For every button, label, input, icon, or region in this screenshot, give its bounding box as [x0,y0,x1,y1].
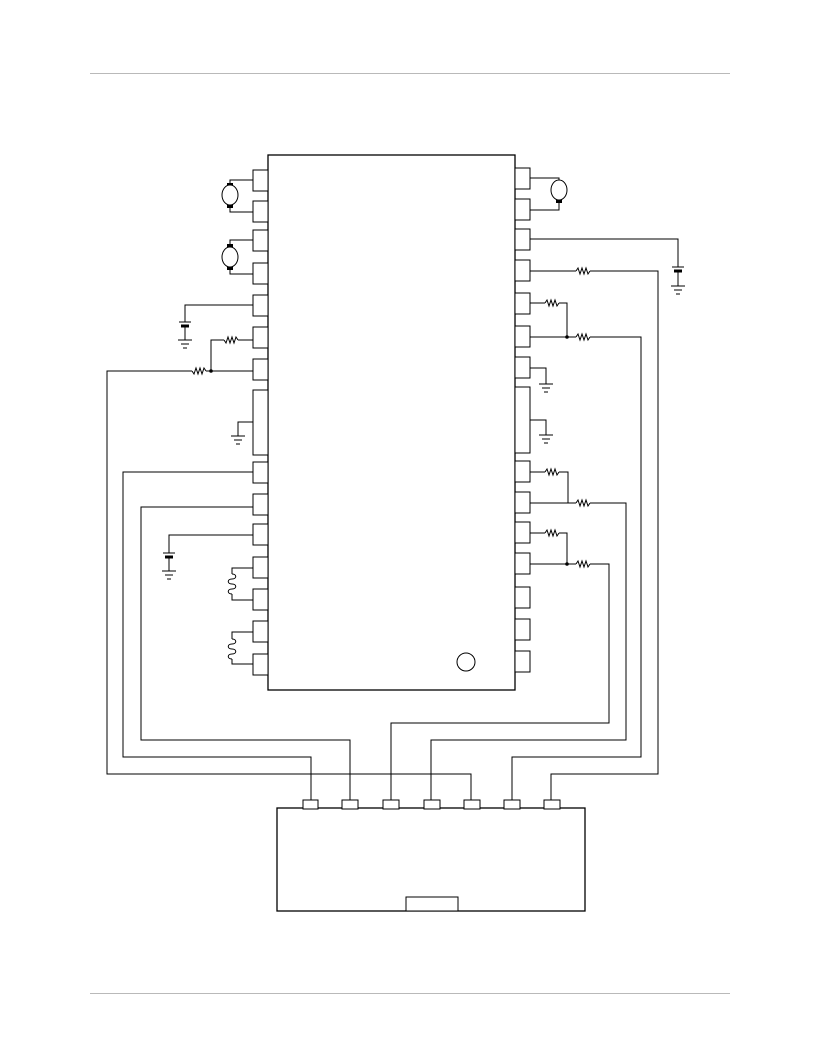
pin [514,552,531,575]
pin [252,556,269,579]
connector-pin [302,799,319,810]
pin1-marker [456,652,476,672]
ground-right-2-icon [530,419,553,444]
pin [252,262,269,285]
wire [140,506,351,800]
ground-left-icon [231,421,253,445]
controller-ic [267,154,516,691]
pin [252,229,269,252]
pin [514,586,531,609]
interface-connector [276,799,586,912]
pin [252,169,269,192]
wire [122,471,312,800]
pin [514,259,531,282]
left-resistor-network [106,335,472,800]
pin [514,460,531,483]
motor-right-1-icon [530,177,568,211]
pin [514,650,531,673]
pin [514,491,531,514]
motor-left-1-icon [221,179,253,213]
coil-2-icon [227,631,253,665]
pin [252,620,269,643]
pin-wide [252,389,269,456]
battery-right-icon [530,238,685,295]
connector-pin [382,799,400,810]
coil-1-icon [227,567,253,601]
pin [514,198,531,221]
connector-pin [543,799,561,810]
pin-wide [514,386,531,454]
pin [252,653,269,676]
connector-tab [405,896,459,912]
pin [514,521,531,544]
battery-left-lower-icon [162,534,253,580]
pin [252,358,269,381]
pin [252,461,269,484]
ground-right-1-icon [530,367,553,393]
pin [252,523,269,546]
connector-pin [503,799,521,810]
left-pins [252,169,269,676]
connector-pin [463,799,481,810]
motor-left-2-icon [221,239,253,275]
right-resistor-network-top [511,266,659,800]
pin [252,588,269,611]
pin [252,493,269,516]
connector-pin [341,799,359,810]
right-resistor-network-bottom [390,467,627,800]
footer-rule [90,993,730,994]
connector-pin [423,799,441,810]
right-pins [514,167,531,673]
pin [514,618,531,641]
pin [514,325,531,348]
header-rule [90,73,730,74]
pin [252,294,269,317]
battery-left-icon [178,304,253,349]
pin [252,326,269,349]
pin [514,356,531,379]
pin [252,200,269,223]
pin [514,167,531,190]
pin [514,292,531,315]
pin [514,228,531,251]
